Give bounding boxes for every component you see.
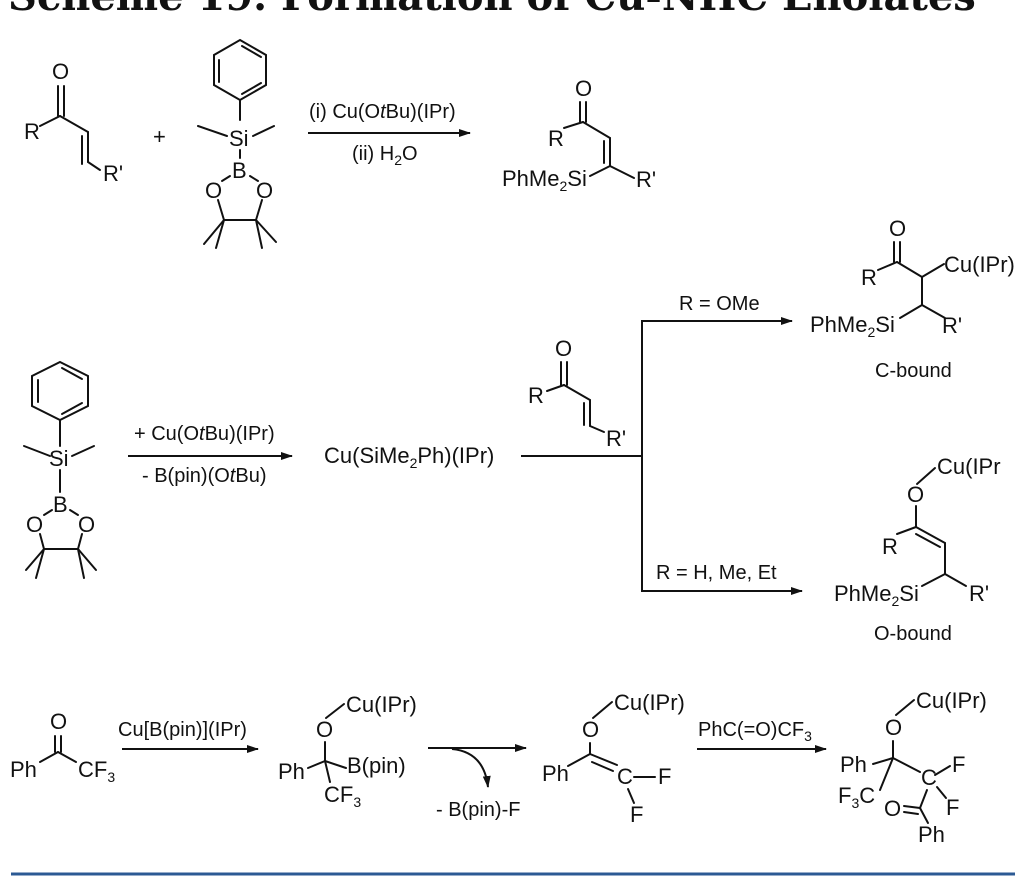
row1-arrow: (i) Cu(OtBu)(IPr) (ii) H2​O [308,101,471,168]
atom-rp: R' [636,167,656,192]
atom-si: Si [229,126,249,151]
row3-arrow1: Cu[B(pin)](IPr) [118,719,259,753]
atom-o: O [52,59,69,84]
cu-ligand: Cu(IPr) [614,690,685,715]
cu-ligand: Cu(IPr) [346,692,417,717]
cu-ligand: Cu(IPr) [916,688,987,713]
atom-o2: O [256,178,273,203]
atom-b: B [232,158,247,183]
atom-rp: R' [969,581,989,606]
row3-arrow2: PhC(=O)CF3​ [697,719,827,753]
atom-o2: O [884,796,901,821]
atom-o: O [555,336,572,361]
silyl-group: PhMe2​Si [502,166,587,194]
atom-ph2: Ph [918,822,945,847]
atom-rp: R' [103,161,123,186]
atom-f2: F [630,802,643,827]
plus-sign: + [153,124,166,149]
cu-ligand: Cu(IPr [937,454,1001,479]
f3c-group: F3​C [838,783,875,811]
atom-f1: F [658,764,671,789]
boryl-adduct: O Cu(IPr) Ph B(pin) CF3​ [278,692,417,810]
atom-r: R [861,265,877,290]
atom-r: R [882,534,898,559]
atom-si: Si [49,446,69,471]
atom-o1: O [205,178,222,203]
row2-enone: O R R' [528,336,626,451]
reagent-1: Cu[B(pin)](IPr) [118,719,247,741]
cf3-group: CF3​ [324,782,361,810]
atom-ph: Ph [10,757,37,782]
atom-ph: Ph [840,752,867,777]
atom-r: R [548,126,564,151]
cu-ligand: Cu(IPr) [944,252,1015,277]
row1-silylborane: Si B O O [197,38,277,249]
c-bound-product: O R Cu(IPr) PhMe2​Si R' C-bound [810,216,1015,382]
cf3-group: CF3​ [78,757,115,785]
row2-silylborane: Si B O O [23,360,97,579]
row1-product: O R PhMe2​Si R' [502,76,656,194]
reagent-top: + Cu(OtBu)(IPr) [134,423,275,445]
reagent-bottom: - B(pin)(OtBu) [142,465,267,487]
atom-o2: O [78,512,95,537]
atom-o: O [582,717,599,742]
atom-c: C [921,765,937,790]
branch-bottom-label: R = H, Me, Et [656,562,777,584]
atom-o: O [885,715,902,740]
branch-top-label: R = OMe [679,293,760,315]
atom-o: O [907,482,924,507]
atom-rp: R' [606,426,626,451]
elimination-label: - B(pin)-F [436,799,520,821]
row1-enone: O R R' [24,59,123,186]
atom-f1: F [952,752,965,777]
atom-ph: Ph [542,761,569,786]
silyl-group: PhMe2​Si [810,312,895,340]
o-bound-product: O Cu(IPr R PhMe2​Si R' O-bound [834,454,1001,645]
c-bound-caption: C-bound [875,360,952,382]
branch-arrows: R = OMe R = H, Me, Et [521,293,803,595]
silyl-group: PhMe2​Si [834,581,919,609]
bpin-group: B(pin) [347,753,406,778]
row2-arrow: + Cu(OtBu)(IPr) - B(pin)(OtBu) [128,423,293,487]
atom-r: R [24,119,40,144]
reagent-2: PhC(=O)CF3​ [698,719,812,744]
atom-c: C [617,764,633,789]
atom-o: O [575,76,592,101]
atom-o1: O [26,512,43,537]
o-bound-caption: O-bound [874,623,952,645]
aldol-product: O Cu(IPr) Ph F3​C C F F O Ph [838,688,987,847]
atom-o: O [316,717,333,742]
trifluoroacetophenone: O Ph CF3​ [10,709,115,785]
cu-silyl-intermediate: Cu(SiMe2​Ph)(IPr) [324,443,494,471]
elimination-arrow: - B(pin)-F [428,744,527,821]
atom-o: O [50,709,67,734]
atom-f2: F [946,795,959,820]
atom-r: R [528,383,544,408]
reagent-bottom: (ii) H2​O [352,143,418,168]
atom-b: B [53,492,68,517]
atom-ph: Ph [278,759,305,784]
difluoroenolate: O Cu(IPr) Ph C F F [542,690,685,827]
atom-rp: R' [942,313,962,338]
scheme-title: Scheme 19. Formation of Cu-NHC Enolates [8,0,976,20]
reagent-top: (i) Cu(OtBu)(IPr) [309,101,456,123]
atom-o: O [889,216,906,241]
